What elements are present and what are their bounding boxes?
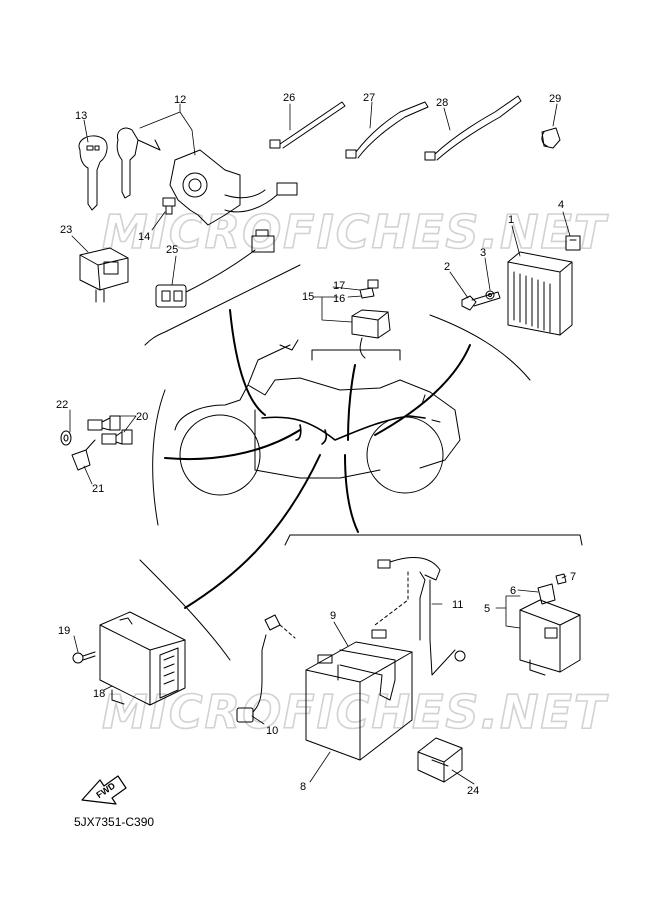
callout-21: 21 bbox=[92, 483, 104, 495]
callout-26: 26 bbox=[283, 92, 295, 104]
bracket-bottom-right bbox=[284, 534, 583, 546]
relay-part-23 bbox=[79, 247, 129, 303]
cover-part-24 bbox=[417, 737, 463, 783]
bolt-part bbox=[461, 291, 501, 311]
motorcycle-harness bbox=[261, 415, 426, 441]
bracket-part-4 bbox=[565, 235, 581, 251]
callout-16: 16 bbox=[333, 293, 345, 305]
diagram-code: 5JX7351-C390 bbox=[74, 815, 154, 829]
callout-25: 25 bbox=[166, 244, 178, 256]
fwd-arrow-icon bbox=[81, 775, 127, 805]
callout-28: 28 bbox=[436, 97, 448, 109]
cable-tie-28 bbox=[424, 95, 522, 161]
callout-3: 3 bbox=[480, 247, 486, 259]
callout-13: 13 bbox=[75, 110, 87, 122]
lead-line-battery bbox=[344, 454, 359, 533]
motorcycle-outline bbox=[174, 339, 461, 496]
callout-9: 9 bbox=[330, 610, 336, 622]
leader-lines bbox=[69, 101, 571, 785]
sensor-part-20b bbox=[101, 429, 133, 445]
callout-6: 6 bbox=[510, 585, 516, 597]
lead-line-relay bbox=[347, 364, 356, 441]
ignition-switch-part bbox=[116, 127, 298, 226]
callout-8: 8 bbox=[300, 781, 306, 793]
callout-4: 4 bbox=[558, 199, 564, 211]
callout-24: 24 bbox=[467, 785, 479, 797]
callout-12: 12 bbox=[174, 94, 186, 106]
cable-tie-26 bbox=[269, 101, 346, 149]
screw-part bbox=[162, 197, 176, 215]
fuse-part-6 bbox=[537, 583, 556, 605]
sensor-part-20a bbox=[87, 415, 121, 431]
callout-22: 22 bbox=[56, 399, 68, 411]
ecu-unit-part bbox=[99, 611, 186, 706]
callout-19: 19 bbox=[58, 625, 70, 637]
callout-27: 27 bbox=[363, 92, 375, 104]
washer-part-22 bbox=[60, 430, 72, 446]
callout-labels: 1 2 3 4 5 6 7 8 9 10 11 12 13 14 15 16 1… bbox=[56, 92, 576, 797]
callout-23: 23 bbox=[60, 224, 72, 236]
clamp-part bbox=[541, 127, 561, 149]
callout-29: 29 bbox=[549, 93, 561, 105]
bracket-top-right bbox=[429, 314, 531, 381]
rectifier-regulator-part bbox=[507, 251, 573, 336]
callout-7: 7 bbox=[570, 571, 576, 583]
callout-10: 10 bbox=[266, 725, 278, 737]
watermark-top: MICROFICHES.NET bbox=[102, 205, 609, 259]
watermark-bottom: MICROFICHES.NET bbox=[102, 685, 609, 739]
lead-line-rectifier bbox=[374, 344, 471, 436]
starter-relay-part-5 bbox=[519, 599, 581, 676]
callout-5: 5 bbox=[484, 603, 490, 615]
bracket-left-mid bbox=[152, 389, 166, 526]
sub-harness-part bbox=[155, 229, 275, 308]
battery-cable-part-11 bbox=[374, 557, 466, 676]
bracket-top-center bbox=[311, 349, 401, 361]
lead-line-harness bbox=[229, 309, 266, 416]
bracket-part-21 bbox=[71, 439, 96, 471]
callout-2: 2 bbox=[444, 261, 450, 273]
battery-band-part-9 bbox=[337, 649, 396, 701]
callout-20: 20 bbox=[136, 411, 148, 423]
cable-tie-27 bbox=[345, 101, 429, 159]
callout-14: 14 bbox=[138, 231, 150, 243]
callout-18: 18 bbox=[93, 688, 105, 700]
key-part bbox=[78, 135, 108, 211]
screw-part-19 bbox=[72, 651, 96, 664]
callout-17: 17 bbox=[333, 280, 345, 292]
bolt-part-7 bbox=[555, 573, 567, 585]
callout-11: 11 bbox=[452, 599, 463, 611]
bracket-bottom-left bbox=[139, 559, 231, 661]
lead-line-ecu bbox=[184, 454, 321, 609]
battery-cable-part-10 bbox=[236, 614, 296, 723]
washer-part-3 bbox=[485, 290, 495, 300]
bracket-top-left bbox=[144, 264, 301, 346]
relay-assy-part-15 bbox=[351, 279, 391, 359]
callout-1: 1 bbox=[508, 214, 514, 226]
callout-15: 15 bbox=[302, 291, 314, 303]
